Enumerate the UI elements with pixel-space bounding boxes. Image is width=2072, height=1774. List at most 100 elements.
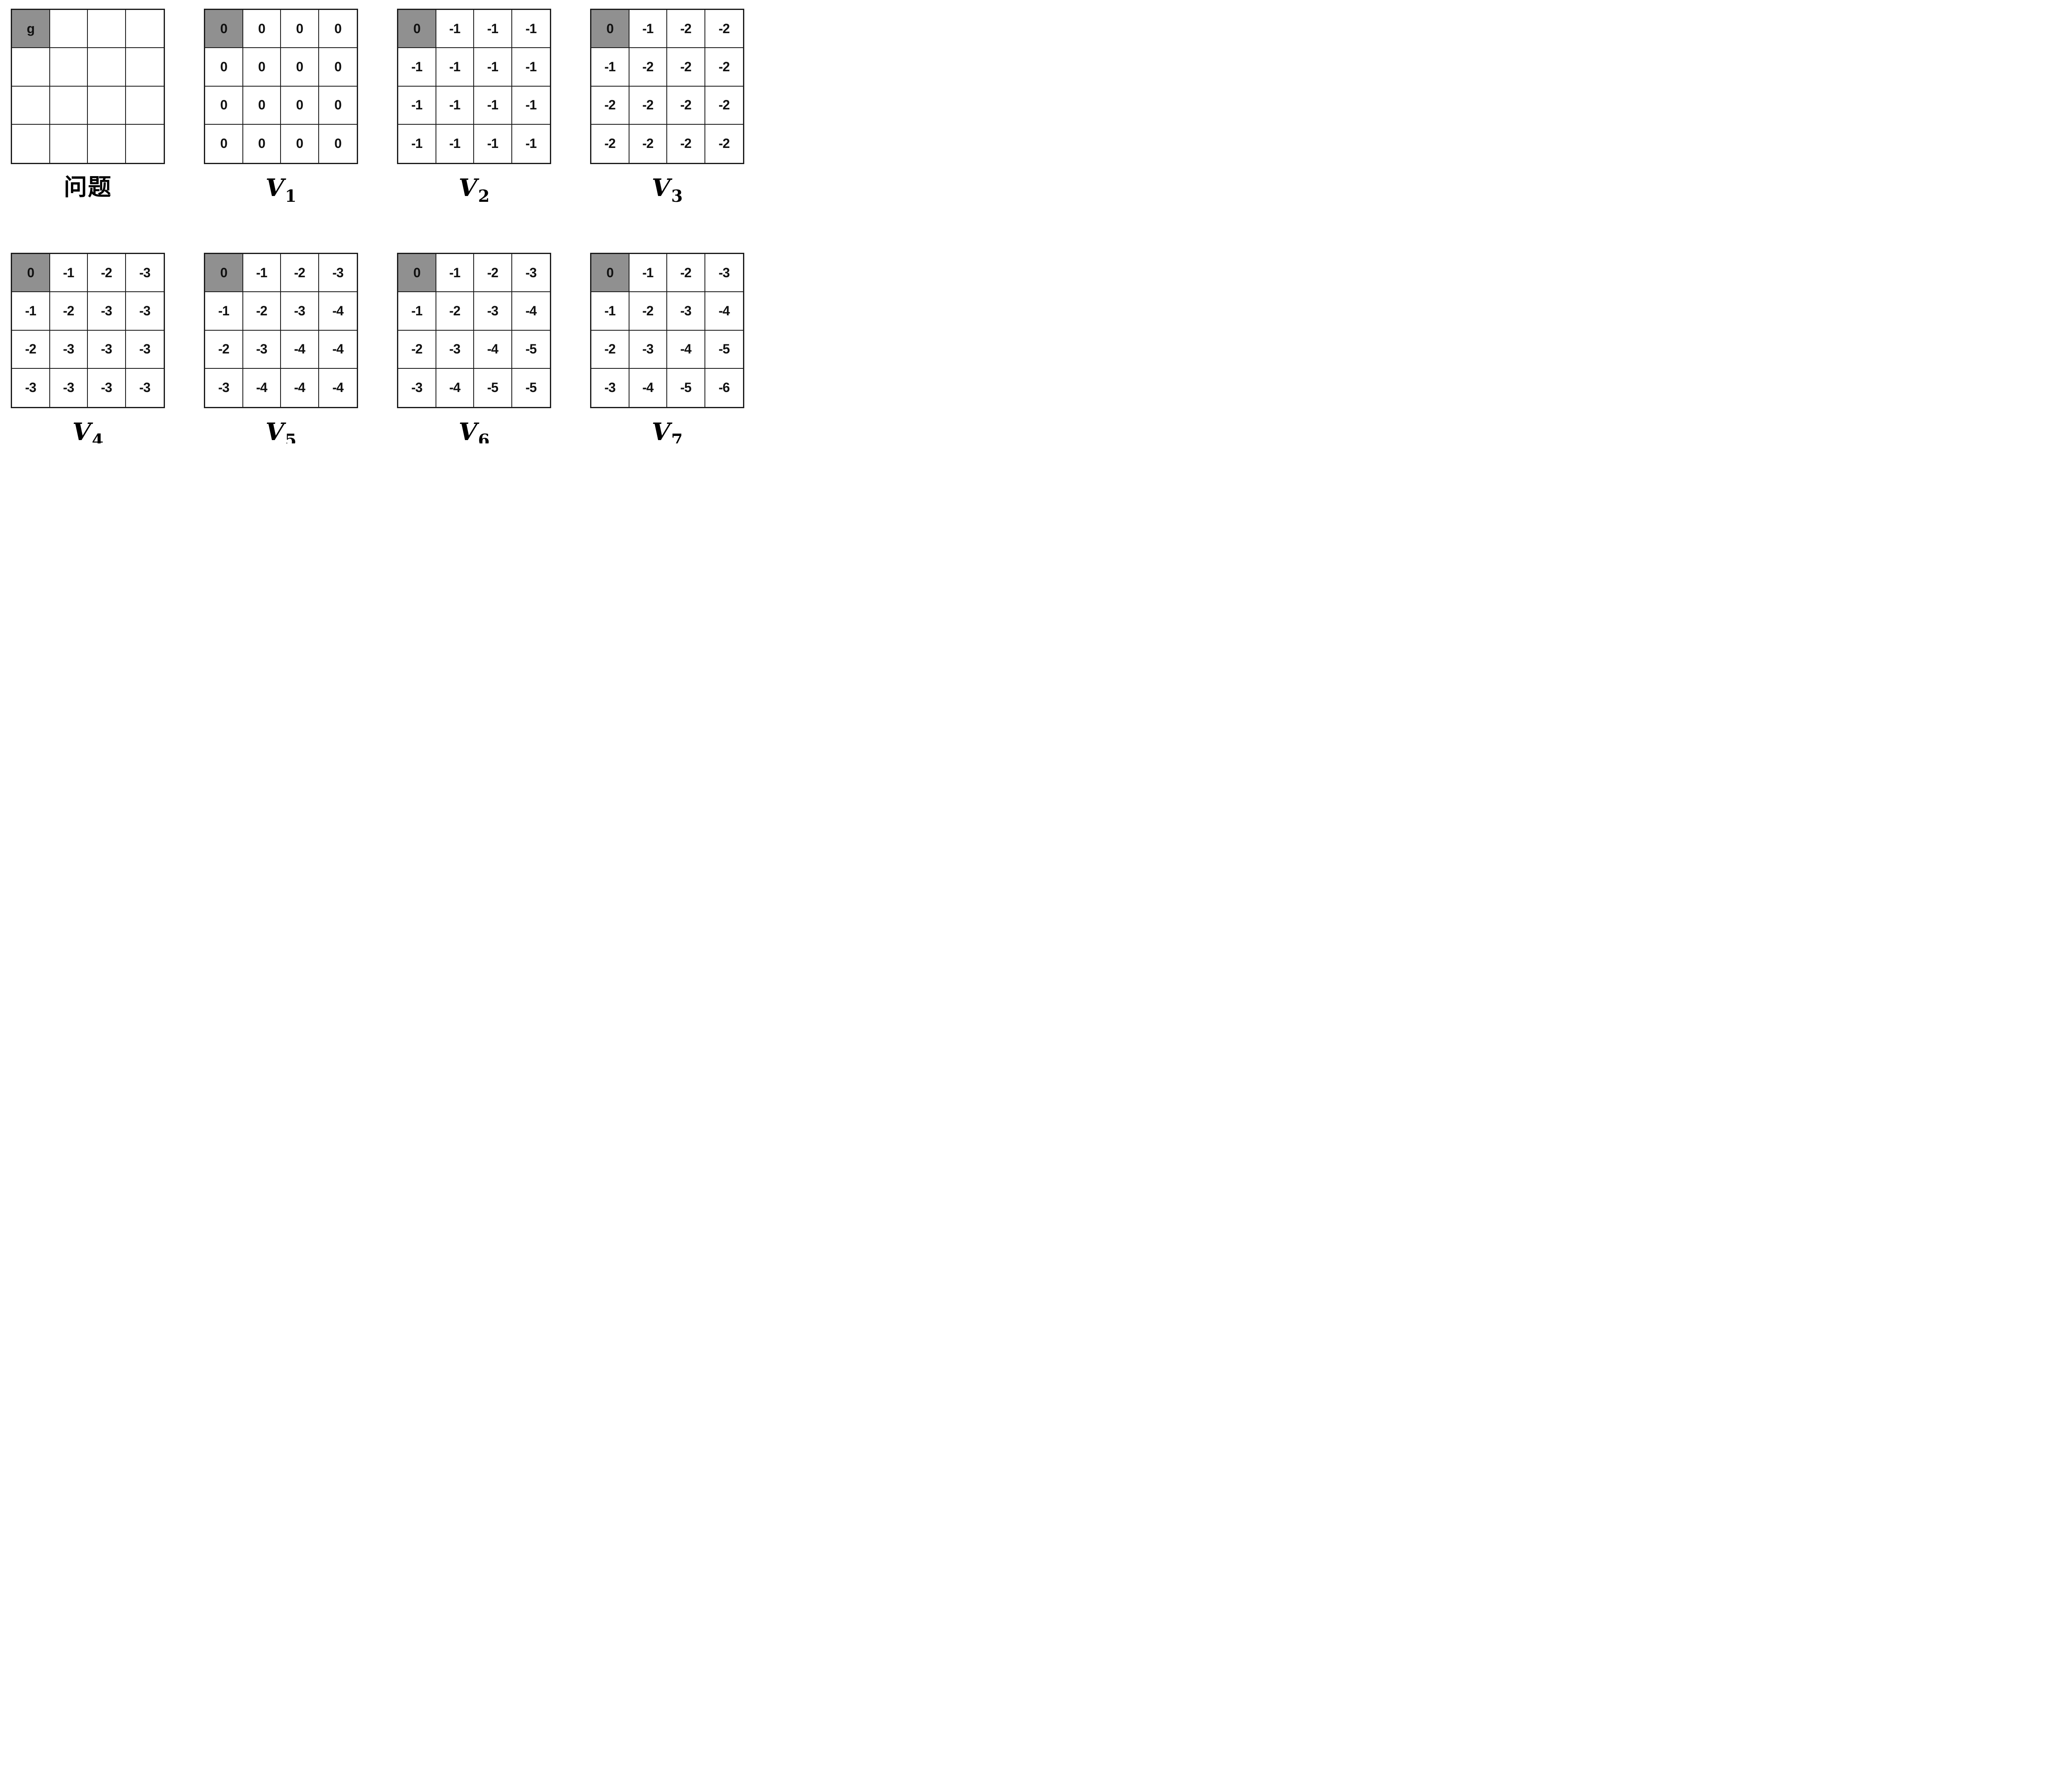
- grid-cell: [88, 10, 126, 48]
- figure-label-text: V: [651, 418, 670, 443]
- grid-cell: -2: [205, 330, 243, 369]
- grid-cell: -3: [591, 368, 629, 407]
- figure-label-text: V: [72, 418, 91, 443]
- grid-cell: -3: [126, 331, 164, 369]
- grid-cell: [12, 48, 50, 87]
- grid-cell: -1: [243, 254, 281, 293]
- grid-cell: -2: [705, 48, 743, 87]
- grid-cell: -1: [205, 292, 243, 331]
- grid-cell: -4: [243, 368, 281, 407]
- grid-cell: -5: [525, 380, 537, 395]
- value-grid-v7: 0-1-2-3-1-2-3-4-2-3-4-5-3-4-5-6: [590, 253, 744, 408]
- grid-cell: -4: [512, 292, 550, 331]
- grid-cell: [88, 86, 126, 125]
- grid-cell: -2: [591, 124, 629, 163]
- grid-cell: -1: [591, 292, 629, 331]
- grid-cell: -4: [705, 292, 743, 331]
- grid-cell: -2: [12, 330, 50, 369]
- grid-cell: 0: [319, 87, 357, 125]
- grid-cell: -2: [243, 292, 281, 331]
- grid-cell: 0: [281, 10, 319, 48]
- grid-cell: -2: [436, 292, 474, 331]
- figure-label-problem: 问题: [64, 176, 112, 201]
- grid-cell: -2: [705, 87, 743, 125]
- grid-cell: -5: [474, 368, 512, 407]
- grid-cell: -1: [474, 48, 512, 87]
- grid-cell: -5: [667, 368, 705, 407]
- grid-cell: 0: [205, 124, 243, 163]
- grid-cell: -1: [512, 48, 550, 87]
- grid-cell: -2: [88, 254, 126, 293]
- grid-cell: [50, 86, 88, 125]
- grid-cell: -2: [629, 86, 667, 125]
- grid-cell: -3: [281, 292, 319, 331]
- grid-cell: -4: [436, 368, 474, 407]
- grid-cell: -3: [319, 254, 357, 293]
- value-grid-v4: 0-1-2-3-1-2-3-3-2-3-3-3-3-3-3-3: [11, 253, 165, 408]
- value-grid-v2: 0-1-1-1-1-1-1-1-1-1-1-1-1-1-1-1: [397, 9, 551, 164]
- figure-label-text: 问题: [64, 174, 112, 201]
- grid-cell: 0: [319, 48, 357, 87]
- figure-label-subscript: 2: [478, 186, 490, 206]
- grid-cell: 0: [243, 86, 281, 125]
- grid-cell: -1: [398, 124, 436, 163]
- grid-cell: -4: [281, 330, 319, 369]
- grid-cell: 0: [281, 48, 319, 87]
- goal-cell: 0: [591, 254, 629, 293]
- grid-cell: -4: [667, 330, 705, 369]
- grid-cell: [50, 48, 88, 87]
- grid-cell: 0: [281, 86, 319, 125]
- grid-cell: -4: [474, 330, 512, 369]
- grid-cell: -3: [88, 330, 126, 369]
- goal-cell: 0: [591, 10, 629, 48]
- grid-cell: -1: [525, 136, 537, 151]
- grid-cell: -5: [512, 331, 550, 369]
- grid-cell: -3: [667, 292, 705, 331]
- grid-cell: -1: [50, 254, 88, 293]
- figure-label-subscript: 6: [478, 431, 490, 444]
- grid-cell: -1: [12, 292, 50, 331]
- grid-cell: 0: [319, 10, 357, 48]
- grid-cell: [126, 125, 164, 163]
- grid-cell: -1: [398, 292, 436, 331]
- grid-cell: -2: [629, 48, 667, 87]
- grid-cell: 0: [281, 124, 319, 163]
- problem-grid: g: [11, 9, 165, 164]
- grid-cell: -4: [281, 368, 319, 407]
- grid-cell: [126, 48, 164, 87]
- grid-cell: -4: [319, 331, 357, 369]
- grid-cell: -2: [719, 136, 730, 151]
- grid-cell: -2: [667, 124, 705, 163]
- grid-cell: -1: [512, 10, 550, 48]
- grid-cell: -2: [667, 48, 705, 87]
- grid-cell: -1: [398, 48, 436, 87]
- grid-cell: -2: [629, 124, 667, 163]
- grid-cell: -2: [667, 86, 705, 125]
- goal-cell: g: [12, 10, 50, 48]
- grid-cell: -3: [50, 330, 88, 369]
- grid-cell: 0: [205, 86, 243, 125]
- figure-label-subscript: 3: [671, 186, 683, 206]
- grid-cell: -3: [436, 330, 474, 369]
- grid-cell: [88, 48, 126, 87]
- grid-cell: -3: [705, 254, 743, 293]
- grid-cell: -2: [398, 330, 436, 369]
- grid-cell: 0: [334, 136, 342, 151]
- grid-cell: -1: [436, 10, 474, 48]
- grid-cell: -1: [474, 124, 512, 163]
- figure-label-subscript: 5: [285, 431, 297, 444]
- grid-cell: 0: [243, 10, 281, 48]
- figure-label-text: V: [265, 418, 284, 443]
- grid-cell: -1: [436, 254, 474, 293]
- grid-cell: [12, 124, 50, 163]
